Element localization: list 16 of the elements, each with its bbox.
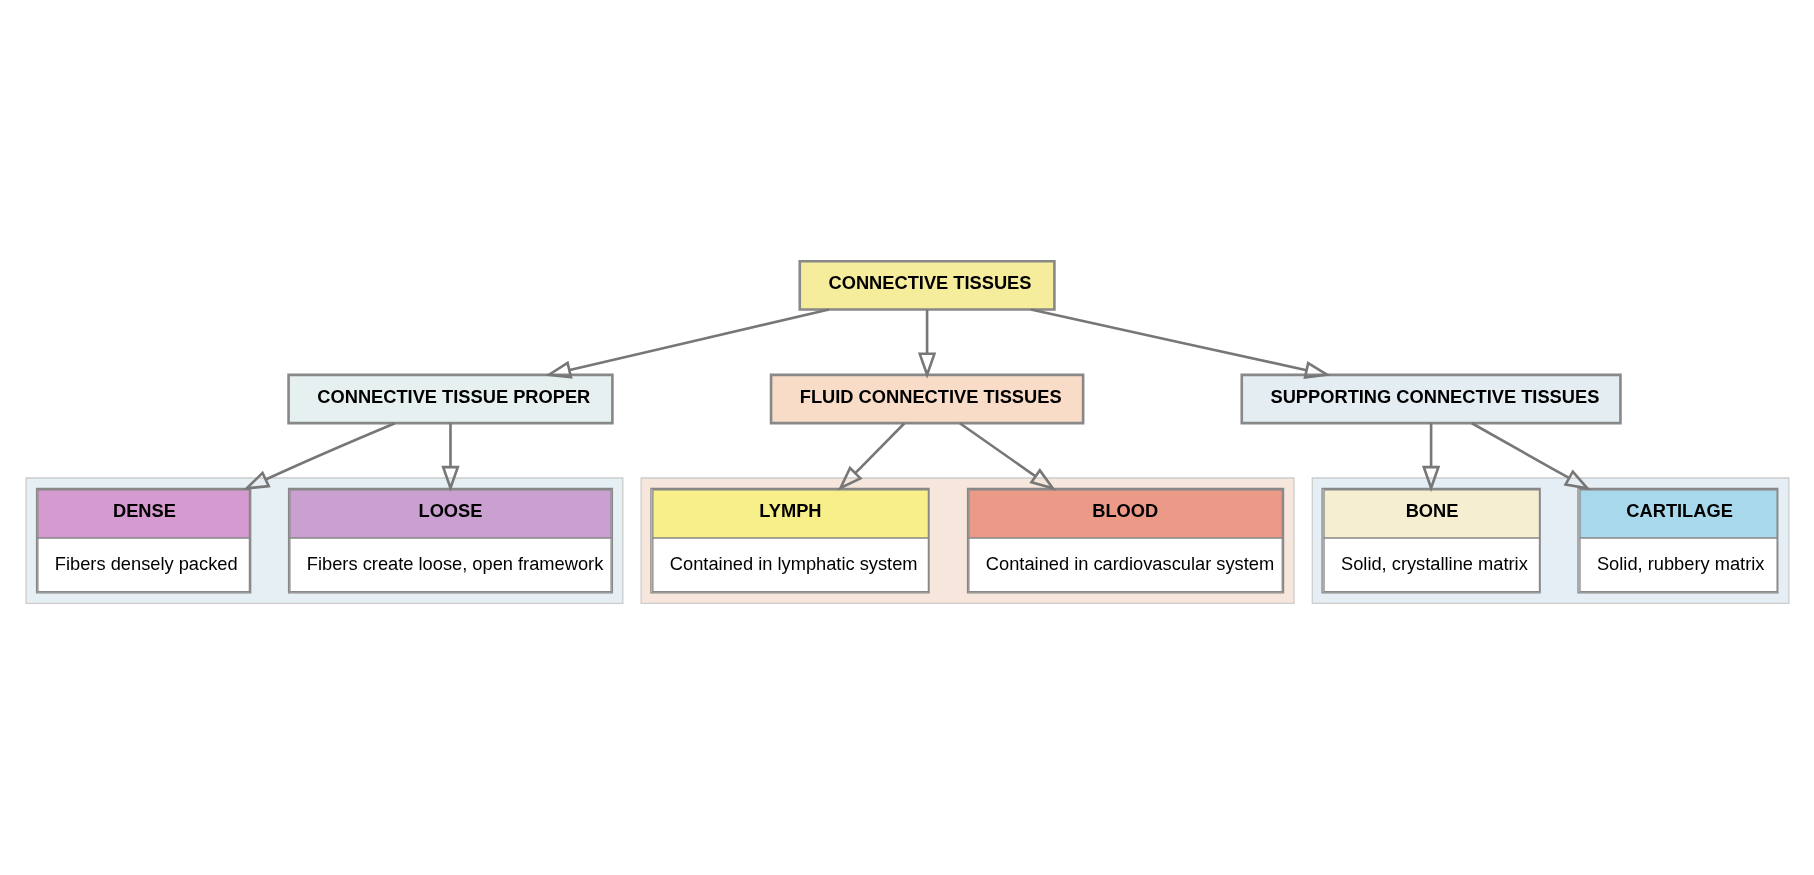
arrow [1421, 423, 1440, 492]
arrow [958, 422, 1056, 491]
arrow [1030, 308, 1331, 379]
arrow [1470, 422, 1591, 491]
cluster [24, 477, 623, 604]
arrow [544, 308, 829, 379]
arrow [440, 423, 460, 492]
arrow [837, 422, 905, 491]
node-box: CONNECTIVE TISSUE PROPER [286, 373, 614, 425]
node-box: CONNECTIVE TISSUES [797, 259, 1056, 311]
cluster [639, 477, 1295, 604]
arrow [917, 309, 936, 379]
arrow [242, 422, 395, 491]
cluster [1311, 477, 1790, 604]
node-box: FLUID CONNECTIVE TISSUES [769, 373, 1084, 425]
node-box: SUPPORTING CONNECTIVE TISSUES [1239, 373, 1622, 425]
